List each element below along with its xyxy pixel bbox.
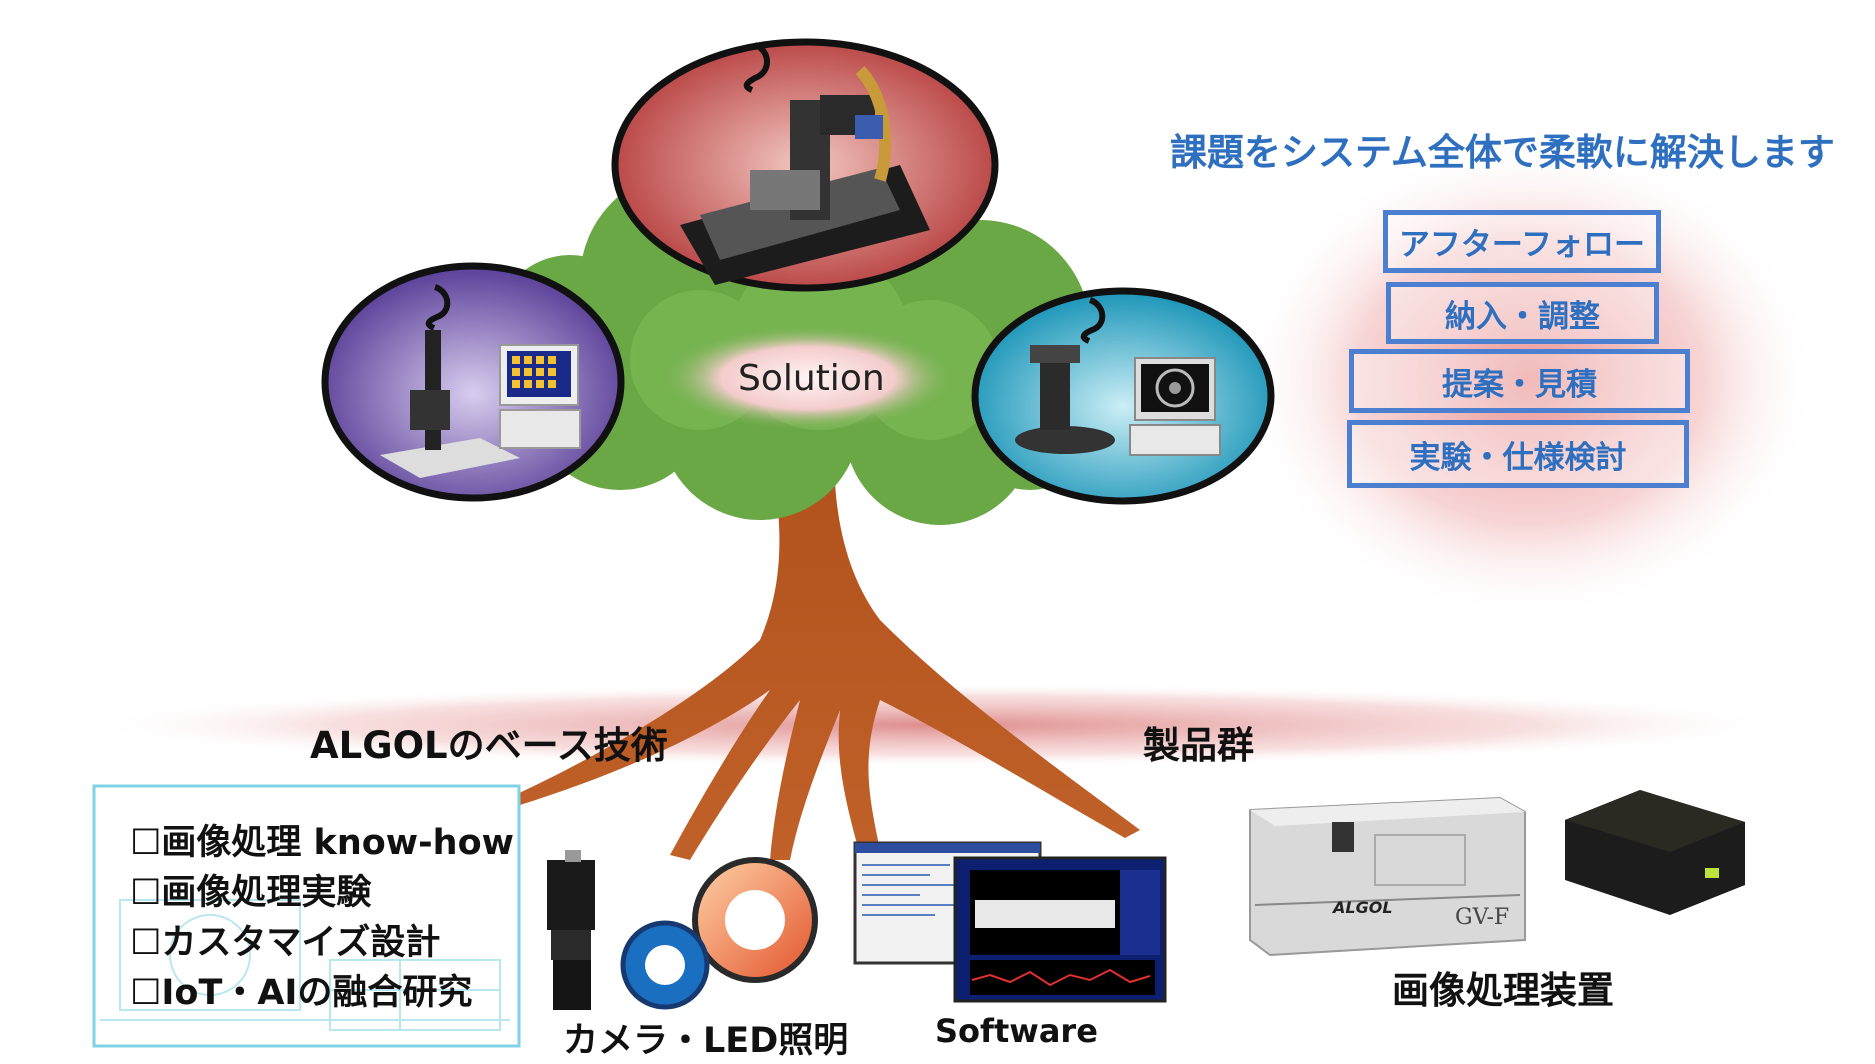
skill-item: ☐画像処理実験	[130, 873, 372, 913]
product-circle-left	[321, 262, 625, 502]
skill-item: ☐カスタマイズ設計	[130, 923, 441, 963]
solution-glow	[663, 326, 953, 430]
tree-trunk	[515, 430, 1140, 860]
process-step-experiment: 実験・仕様検討	[1347, 420, 1689, 488]
device-compact-image	[1565, 790, 1745, 915]
device-model-text: GV-F	[1455, 905, 1510, 930]
base-tech-label: ALGOLのベース技術	[310, 724, 668, 767]
camera-led-label: カメラ・LED照明	[563, 1021, 849, 1061]
headline: 課題をシステム全体で柔軟に解決します	[1170, 131, 1835, 174]
products-label: 製品群	[1143, 724, 1254, 767]
skills-panel-bg	[92, 784, 521, 1048]
product-circle-right	[971, 287, 1275, 505]
software-label: Software	[935, 1012, 1098, 1050]
software-image	[853, 841, 1167, 1003]
product-circle-top	[611, 38, 999, 292]
skill-item: ☐画像処理 know-how	[130, 823, 514, 863]
skill-item: ☐IoT・AIの融合研究	[130, 973, 473, 1013]
skills-list: ☐画像処理 know-how ☐画像処理実験 ☐カスタマイズ設計 ☐IoT・AI…	[130, 818, 514, 1018]
solution-label: Solution	[738, 358, 885, 399]
camera-image	[547, 850, 595, 1010]
device-gvf-image	[1249, 796, 1526, 957]
led-ring-image	[620, 857, 818, 1010]
device-label: 画像処理装置	[1392, 969, 1614, 1012]
process-step-after-follow: アフターフォロー	[1383, 210, 1661, 273]
process-step-delivery: 納入・調整	[1386, 282, 1659, 344]
process-step-proposal: 提案・見積	[1349, 349, 1690, 413]
device-brand-text: ALGOL	[1333, 898, 1393, 917]
